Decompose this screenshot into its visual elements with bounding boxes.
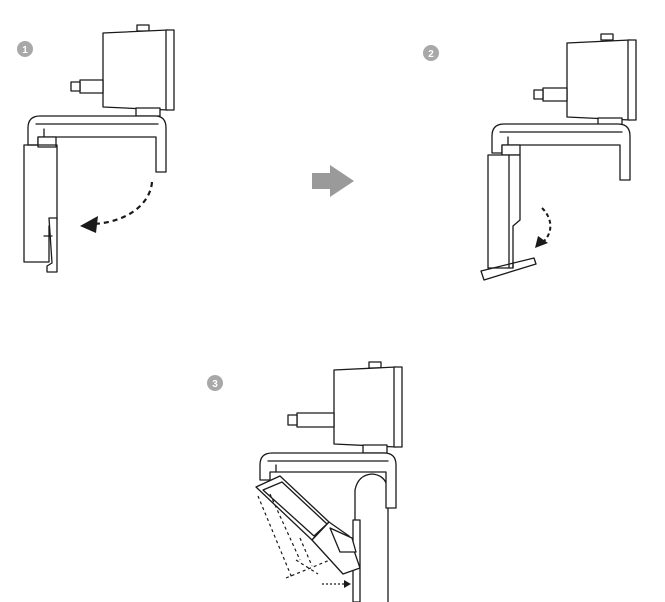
step-badge: 3 <box>207 375 223 391</box>
webcam <box>70 24 175 117</box>
dashed-curved-arrow-icon <box>535 207 552 248</box>
step-number: 1 <box>22 45 28 56</box>
dashed-motion-lines <box>257 493 331 579</box>
step-1: 1 <box>17 24 175 273</box>
step-number: 3 <box>212 379 218 390</box>
step-badge: 2 <box>423 45 439 61</box>
webcam <box>287 361 403 454</box>
right-arrow-icon <box>312 165 354 197</box>
dashed-right-arrow-icon <box>322 580 351 588</box>
step-badge: 1 <box>17 41 33 57</box>
webcam <box>533 33 637 127</box>
monitor-edge <box>352 473 389 602</box>
step-number: 2 <box>428 49 434 60</box>
step-3: 3 <box>207 361 403 602</box>
mounting-clip <box>480 123 631 281</box>
step-2: 2 <box>423 33 637 281</box>
mounting-clip <box>23 115 167 273</box>
mounting-clip <box>255 452 397 575</box>
dashed-curved-arrow-icon <box>80 181 154 233</box>
